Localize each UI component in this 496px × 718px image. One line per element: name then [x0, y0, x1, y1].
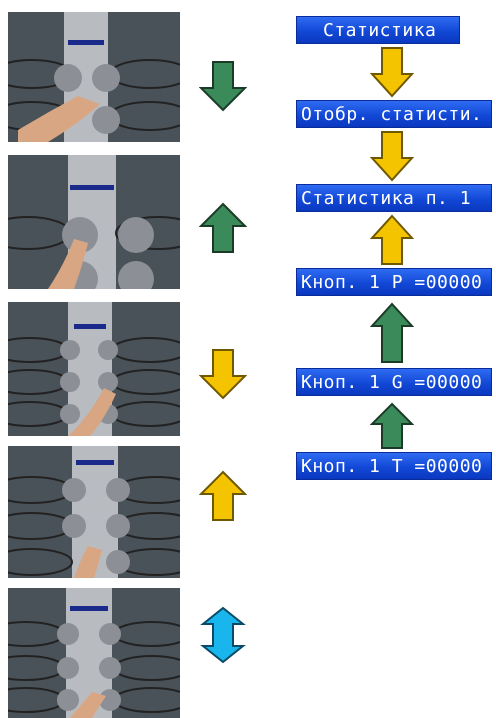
keypad-photo-1: [8, 12, 180, 142]
down-arrow-icon-yellow: [199, 349, 247, 400]
photo-panel-4: [8, 446, 180, 578]
flow-down-arrow-icon-2: [370, 131, 414, 182]
flow-up-arrow-icon-4: [370, 302, 414, 363]
lcd-screen-6-text: Кноп. 1 T =00000: [301, 456, 483, 477]
photo-panel-1: [8, 12, 180, 142]
lcd-screen-3-text: Статистика п. 1: [301, 188, 472, 209]
flow-up-arrow-icon-3: [370, 214, 414, 265]
keypad-photo-2: [8, 155, 180, 289]
lcd-screen-2: Отобр. статисти.: [296, 100, 492, 128]
up-down-arrow-icon-cyan: [200, 606, 246, 664]
down-arrow-icon-green: [199, 61, 247, 112]
photo-panel-5: [8, 588, 180, 718]
photo-panel-2: [8, 155, 180, 289]
up-arrow-icon-green: [199, 202, 247, 253]
keypad-photo-5: [8, 588, 180, 718]
lcd-screen-3: Статистика п. 1: [296, 184, 492, 212]
lcd-screen-5-text: Кноп. 1 G =00000: [301, 372, 483, 393]
flow-down-arrow-icon-1: [370, 47, 414, 98]
up-arrow-icon-yellow: [199, 470, 247, 521]
photo-panel-3: [8, 302, 180, 436]
lcd-screen-6: Кноп. 1 T =00000: [296, 452, 492, 480]
lcd-screen-4: Кноп. 1 P =00000: [296, 268, 492, 296]
lcd-screen-1: Статистика: [296, 16, 460, 44]
lcd-screen-5: Кноп. 1 G =00000: [296, 368, 492, 396]
lcd-screen-2-text: Отобр. статисти.: [301, 104, 483, 125]
flow-up-arrow-icon-5: [370, 402, 414, 449]
lcd-screen-1-text: Статистика: [323, 20, 437, 41]
keypad-photo-4: [8, 446, 180, 578]
lcd-screen-4-text: Кноп. 1 P =00000: [301, 272, 483, 293]
keypad-photo-3: [8, 302, 180, 436]
